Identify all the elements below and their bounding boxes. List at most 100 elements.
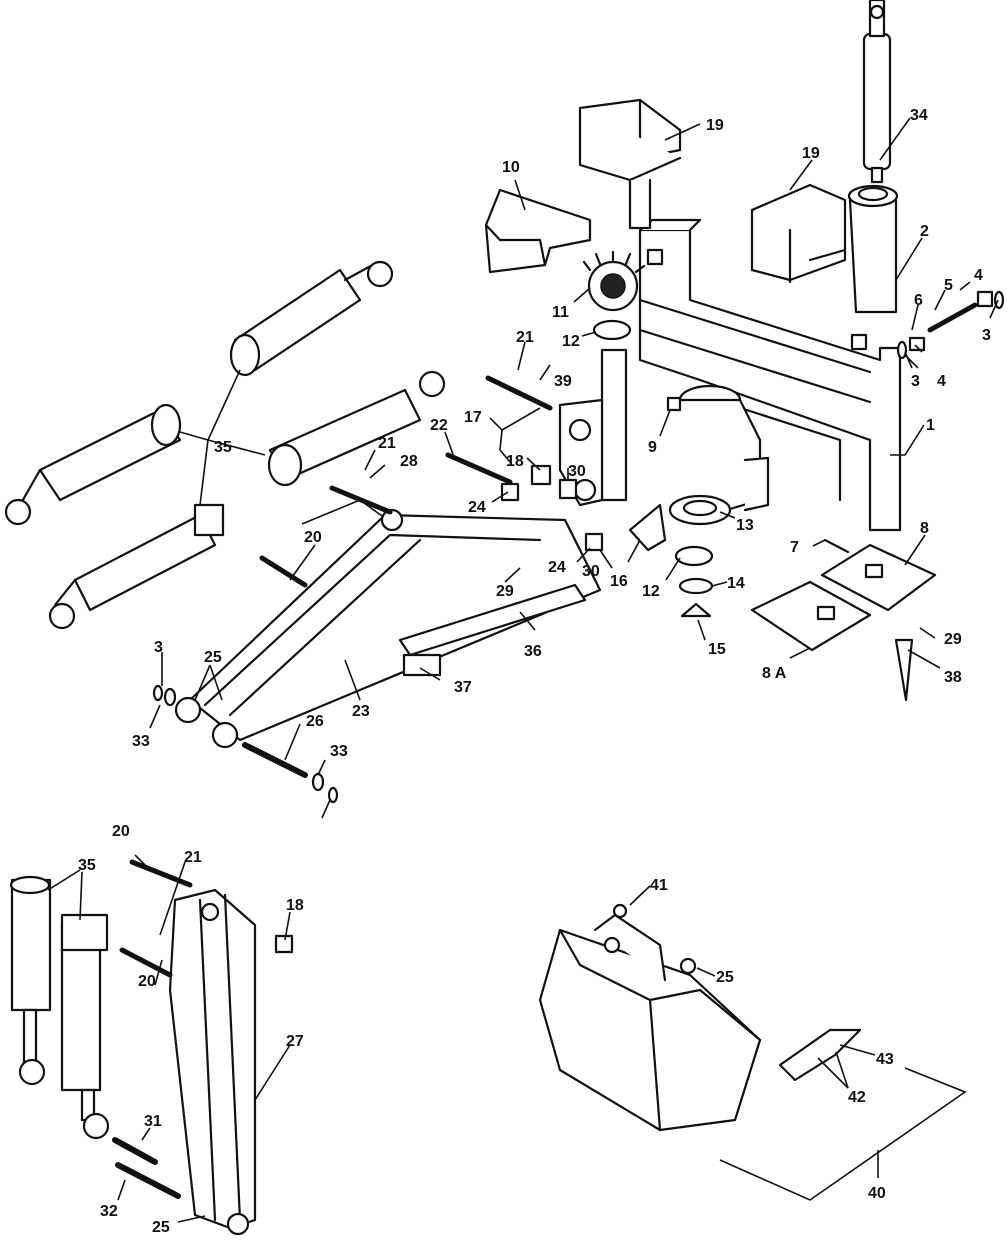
- callout-23: 23: [352, 703, 370, 720]
- callout-17: 17: [464, 409, 482, 426]
- swing-casting-13: [668, 384, 770, 526]
- callout-20: 20: [138, 973, 156, 990]
- bushing-4a: [976, 290, 994, 308]
- cylinder-35-c: [267, 370, 446, 487]
- bushing-4b: [908, 336, 926, 352]
- pin-5: [927, 302, 978, 333]
- washer-14: [678, 577, 714, 595]
- pin-32: [115, 1162, 181, 1199]
- callout-8a: 8 A: [762, 665, 787, 682]
- callout-7: 7: [790, 539, 799, 556]
- callout-13: 13: [736, 517, 754, 534]
- pin-31: [112, 1137, 158, 1165]
- callout-43: 43: [876, 1051, 894, 1068]
- callout-21: 21: [184, 849, 202, 866]
- callout-32: 32: [100, 1203, 118, 1220]
- callout-6: 6: [914, 292, 923, 309]
- callout-42: 42: [848, 1089, 866, 1106]
- bolt-41: [612, 903, 628, 919]
- callout-35: 35: [214, 439, 232, 456]
- ring-3b: [896, 340, 908, 360]
- callout-35: 35: [78, 857, 96, 874]
- callout-12: 12: [562, 333, 580, 350]
- callout-33: 33: [132, 733, 150, 750]
- callout-20: 20: [112, 823, 130, 840]
- callout-19: 19: [706, 117, 724, 134]
- bushing-30: [558, 478, 578, 500]
- callouts: 1 2 3 4 4 5 6 3 3 7 8 8 A 9 10 11 12 12 …: [78, 107, 991, 1236]
- callout-25: 25: [716, 969, 734, 986]
- callout-11: 11: [552, 304, 569, 321]
- ring-3-left: [152, 684, 164, 702]
- plate-8: [820, 543, 937, 612]
- callout-33: 33: [330, 743, 348, 760]
- ring-33-mid: [311, 772, 325, 792]
- ram-34: [862, 0, 892, 184]
- cylinder-35-d: [48, 503, 225, 630]
- link-36: [398, 583, 587, 657]
- callout-21: 21: [516, 329, 534, 346]
- callout-20: 20: [304, 529, 322, 546]
- sleeve-2: [847, 184, 899, 314]
- bushing-24b: [584, 532, 604, 552]
- cylinder-35-b: [4, 403, 182, 526]
- callout-30: 30: [568, 463, 586, 480]
- pin-20b: [259, 555, 308, 588]
- pin-22: [445, 452, 513, 485]
- callout-12: 12: [642, 583, 660, 600]
- bushing-18: [530, 464, 552, 486]
- block-9: [666, 396, 682, 412]
- callout-29: 29: [496, 583, 514, 600]
- callout-3: 3: [154, 639, 163, 656]
- callout-25: 25: [152, 1219, 170, 1236]
- plate-8a: [750, 580, 872, 652]
- dipper-stick-27: [168, 888, 257, 1236]
- pin-39: [485, 375, 553, 411]
- bushing-12-upper: [592, 319, 632, 341]
- leader-lines: [47, 117, 999, 1223]
- bushing-18-lower: [274, 934, 294, 954]
- callout-10: 10: [502, 159, 520, 176]
- cylinder-35-f: [60, 913, 110, 1140]
- callout-4: 4: [974, 267, 983, 284]
- cylinder-35-a: [229, 260, 394, 377]
- callout-14: 14: [727, 575, 745, 592]
- callout-41: 41: [650, 877, 668, 894]
- pin-26: [242, 742, 308, 778]
- callout-15: 15: [708, 641, 726, 658]
- bucket-40: [538, 913, 762, 1132]
- callout-18: 18: [286, 897, 304, 914]
- pin-20d: [119, 947, 173, 978]
- callout-36: 36: [524, 643, 542, 660]
- bracket-19-right: [750, 183, 847, 284]
- callout-4: 4: [937, 373, 946, 390]
- callout-22: 22: [430, 417, 448, 434]
- callout-27: 27: [286, 1033, 304, 1050]
- callout-25: 25: [204, 649, 222, 666]
- callout-37: 37: [454, 679, 472, 696]
- callout-38: 38: [944, 669, 962, 686]
- cap-15: [680, 602, 712, 618]
- bushing-24a: [500, 482, 520, 502]
- callout-31: 31: [144, 1113, 162, 1130]
- callout-30: 30: [582, 563, 600, 580]
- callout-34: 34: [910, 107, 928, 124]
- pin-20c: [129, 859, 193, 888]
- callout-3: 3: [911, 373, 920, 390]
- ring-3-mid: [327, 786, 339, 804]
- parts: [4, 0, 1005, 1236]
- callout-1: 1: [926, 417, 935, 434]
- tooth-42-43: [778, 1028, 862, 1082]
- callout-28: 28: [400, 453, 418, 470]
- boom-23: [174, 508, 602, 749]
- callout-21: 21: [378, 435, 396, 452]
- swing-post: [558, 348, 628, 507]
- callout-9: 9: [648, 439, 657, 456]
- gear-11: [582, 250, 646, 312]
- bolt-25-bucket: [679, 957, 697, 975]
- cylinder-35-e: [9, 875, 52, 1086]
- bracket-19-left: [578, 98, 682, 230]
- callout-19: 19: [802, 145, 820, 162]
- callout-40: 40: [868, 1185, 886, 1202]
